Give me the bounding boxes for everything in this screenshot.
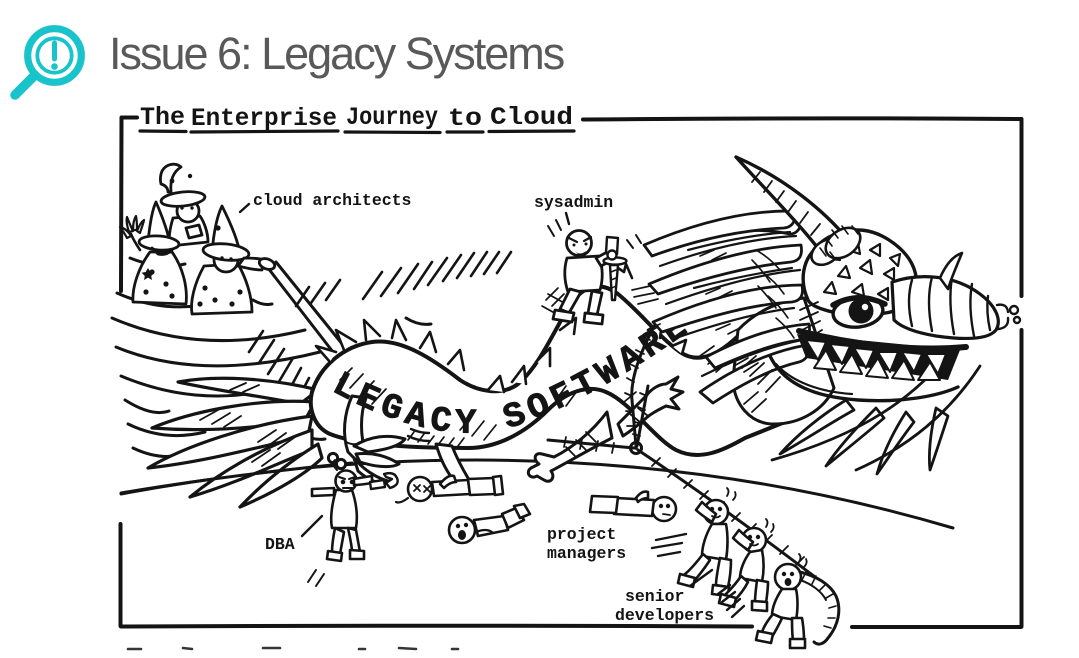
svg-text:Journey: Journey [346,103,438,132]
svg-text:sysadmin: sysadmin [534,193,613,212]
svg-text:DBA: DBA [265,535,295,554]
svg-text:senior: senior [625,587,684,606]
svg-text:cloud architects: cloud architects [253,191,411,210]
svg-text:Enterprise: Enterprise [191,104,337,133]
svg-text:The: The [140,103,185,132]
svg-text:Issue 6: Legacy Systems: Issue 6: Legacy Systems [109,28,564,79]
svg-text:to: to [448,104,482,133]
svg-text:Cloud: Cloud [490,103,573,132]
svg-text:managers: managers [547,544,626,563]
svg-text:developers: developers [615,606,714,625]
svg-text:project: project [547,525,616,544]
